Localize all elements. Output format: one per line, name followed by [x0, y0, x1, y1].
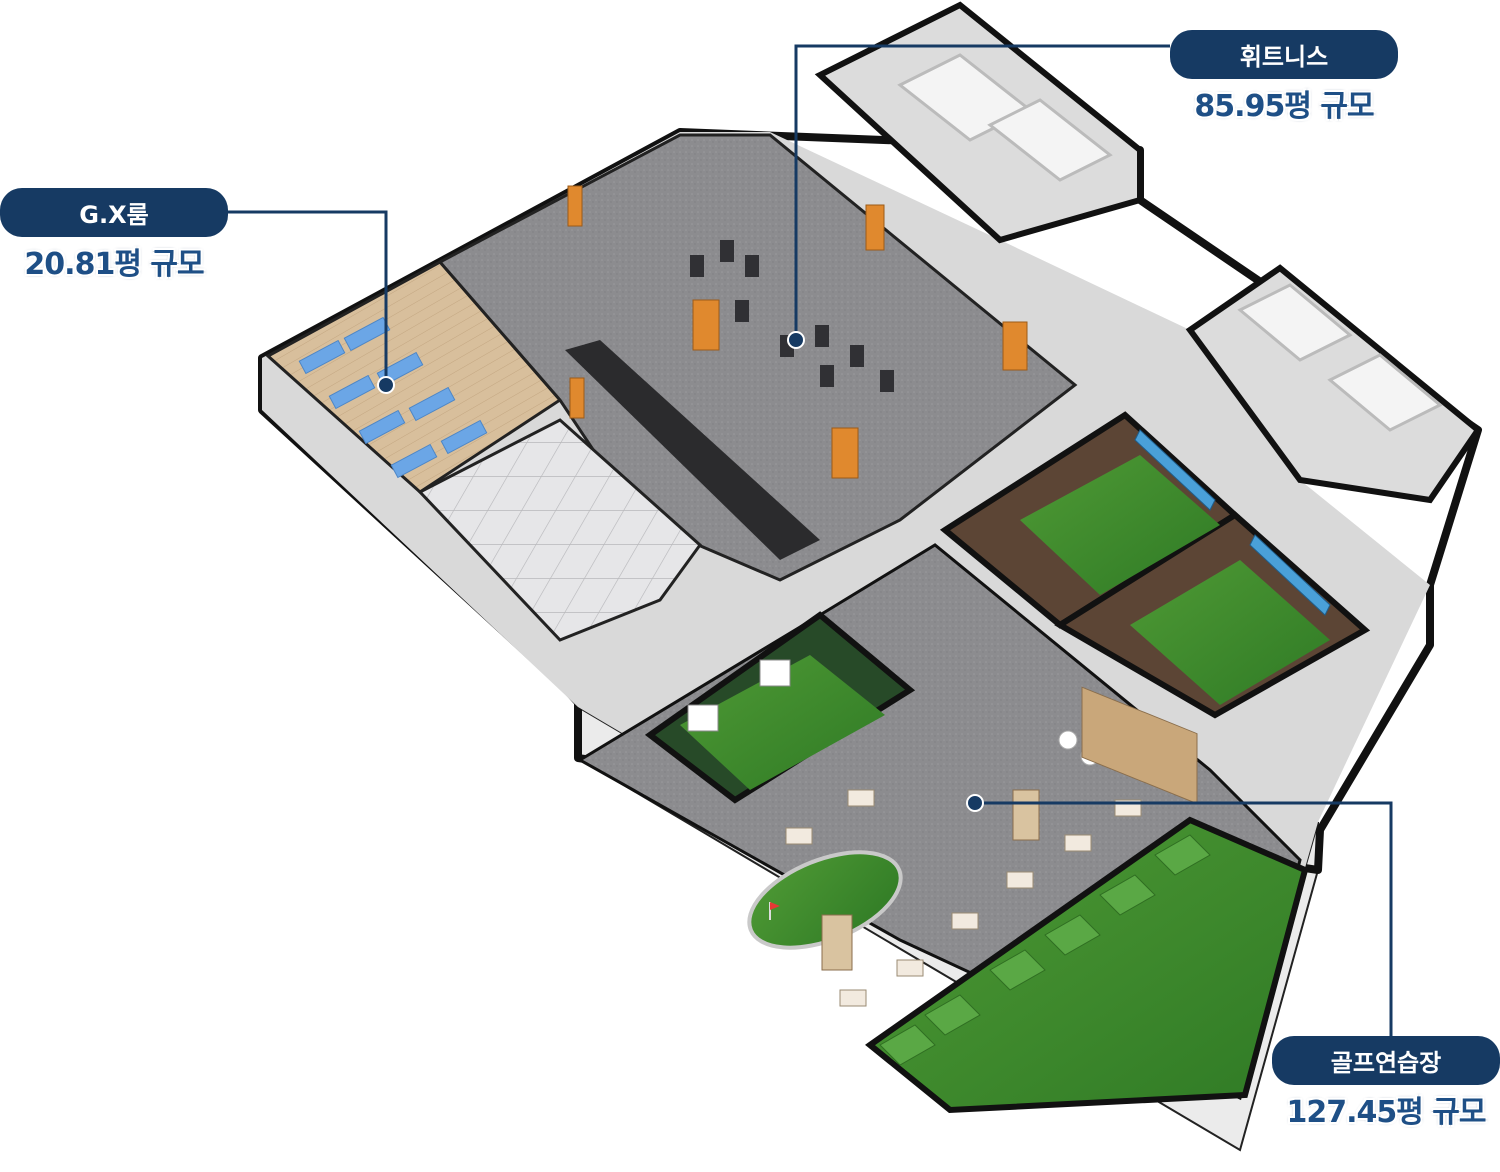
- flag-icon: [770, 902, 780, 910]
- callout-fitness: 휘트니스 85.95평 규모: [1170, 30, 1398, 125]
- driving-range: [865, 816, 1309, 1114]
- stair-hall-floor: [417, 418, 703, 642]
- callout-fitness-label: 휘트니스: [1170, 30, 1398, 79]
- locker-partitions: [897, 53, 1443, 432]
- wood-wall-panel: [1081, 686, 1198, 805]
- golf-screens: [1134, 429, 1331, 616]
- hall-column: [1012, 789, 1040, 841]
- callout-golf-range: 골프연습장 127.45평 규모: [1272, 1036, 1500, 1131]
- turf-2: [1130, 560, 1330, 705]
- range-mats: [879, 834, 1211, 1066]
- callout-golf-size: 127.45평 규모: [1286, 1095, 1486, 1130]
- turf-1: [1020, 455, 1220, 595]
- leader-lines: [228, 44, 1393, 1040]
- turf-left: [680, 655, 885, 790]
- callout-fitness-size: 85.95평 규모: [1194, 89, 1374, 124]
- callout-gx-size: 20.81평 규모: [24, 247, 204, 282]
- callout-gx-label: G.X룸: [0, 188, 228, 237]
- target-signs: [687, 659, 791, 732]
- leader-dots: [377, 331, 984, 812]
- hall-column-2: [821, 914, 853, 971]
- gym-floor: [437, 133, 1078, 582]
- orange-pillars: [567, 185, 1028, 479]
- gym-machines: [690, 240, 894, 392]
- callout-gx-room: G.X룸 20.81평 규모: [0, 188, 228, 283]
- treadmill-row: [565, 340, 820, 560]
- callout-golf-label: 골프연습장: [1272, 1036, 1500, 1085]
